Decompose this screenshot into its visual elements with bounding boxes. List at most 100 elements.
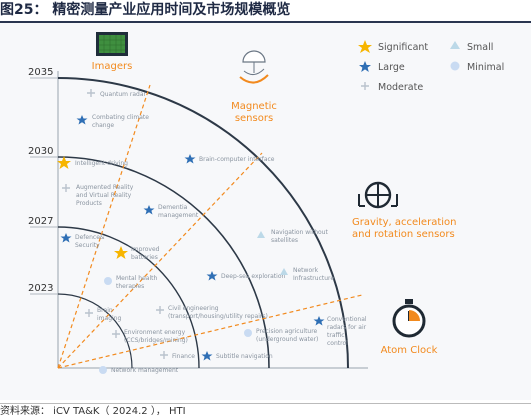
category-imagers-label: Imagers [92, 61, 133, 72]
application-label: change [92, 122, 114, 129]
marker-moderate-icon [160, 351, 168, 359]
application-civil-engineering: Civil engineering (transport/housing/uti… [156, 305, 268, 320]
sector-divider-gravity-clock [57, 294, 363, 369]
marker-significant-icon [57, 156, 71, 169]
magnetic-field-arc [239, 74, 269, 84]
application-label: traffic [327, 332, 345, 339]
diagram-canvas: 2035 2030 2027 2023 Significant Large Mo… [0, 23, 531, 400]
application-network-management: Network management [99, 366, 179, 374]
marker-large-icon [76, 115, 88, 125]
application-label: Brain [97, 307, 113, 314]
application-combating-climate-change: Combating climate change [76, 114, 149, 129]
imager-chip-grid [99, 35, 125, 53]
title-divider [0, 21, 531, 23]
application-intelligent-driving: Intelligent driving [57, 156, 128, 169]
marker-moderate-icon [87, 89, 95, 97]
application-finance: Finance [160, 351, 195, 360]
category-magnetic-label-1: Magnetic [231, 101, 277, 112]
year-label-2023: 2023 [28, 283, 53, 294]
application-label: Deep-sea exploration [221, 273, 285, 280]
application-label: Dementia [158, 204, 188, 211]
application-label: Mental health [116, 275, 157, 282]
application-label: Infrastructure [293, 275, 334, 282]
category-gravity-label-1: Gravity, acceleration [352, 217, 456, 228]
application-label: (underground water) [256, 336, 318, 343]
marker-small-icon [280, 268, 288, 275]
arc-2030 [57, 156, 270, 369]
sector-divider-magnetic-gravity [57, 152, 263, 369]
legend-minimal-icon [450, 61, 460, 71]
arc-2035 [57, 77, 349, 369]
legend-large-label: Large [378, 62, 405, 73]
year-label-2035: 2035 [28, 67, 53, 78]
legend-moderate-label: Moderate [378, 82, 423, 93]
marker-large-icon [60, 233, 72, 243]
stopwatch-sector [409, 310, 420, 321]
source-note: 资料来源： iCV TA&K（ 2024.2 ）， HTI [0, 403, 531, 420]
application-navigation-without-satellites: Navigation without satellites [257, 229, 328, 244]
application-environment-energy: Environment energy (CCS/bridges/mining) [112, 329, 188, 344]
application-label: therapies [116, 283, 144, 290]
category-magnetic-sensors: Magnetic sensors [231, 50, 277, 124]
application-label: management [158, 212, 199, 219]
legend-small-label: Small [467, 42, 493, 53]
sector-divider-imagers-magnetic [57, 84, 151, 369]
marker-minimal-icon [104, 277, 112, 285]
legend-significant-label: Significant [378, 42, 428, 53]
application-subtitle-navigation: Subtitle navigation [201, 351, 273, 361]
application-network-infrastructure: Network Infrastructure [280, 267, 334, 282]
category-gravity-sensors: Gravity, acceleration and rotation senso… [352, 181, 456, 240]
application-improved-batteries: Improved batteries [114, 246, 160, 261]
application-defence-security: Defence& Security [60, 233, 105, 249]
applications: Quantum radar Combating climate change I… [57, 89, 367, 374]
category-imagers: Imagers [92, 32, 133, 72]
application-dementia-management: Dementia management [143, 204, 199, 219]
category-atom-clock-label: Atom Clock [381, 345, 438, 356]
marker-large-icon [184, 154, 196, 164]
legend: Significant Large Moderate Small Minimal [358, 40, 504, 93]
application-conventional-radars: Conventional radars for air traffic cont… [313, 316, 367, 347]
category-magnetic-label-2: sensors [235, 113, 273, 124]
application-label: (CCS/bridges/mining) [124, 337, 188, 344]
stopwatch-crown [405, 299, 413, 304]
application-label: Environment energy [124, 329, 186, 336]
legend-significant-icon [358, 40, 372, 53]
application-brain-computer-interface: Brain-computer interface [184, 154, 275, 164]
application-quantum-radar: Quantum radar [87, 89, 147, 98]
application-label: and Virtual Reality [76, 192, 132, 199]
application-label: Intelligent driving [75, 160, 128, 167]
application-label: radars for air [327, 324, 367, 331]
application-label: (transport/housing/utility repairs) [168, 313, 268, 320]
legend-moderate-icon [361, 82, 369, 90]
application-precision-agriculture: Precision agriculture (underground water… [244, 328, 318, 343]
application-label: Subtitle navigation [216, 353, 273, 360]
application-ar-vr-products: Augmented Reality and Virtual Reality Pr… [62, 184, 134, 207]
marker-large-icon [201, 351, 213, 361]
application-label: Products [76, 200, 102, 207]
application-label: Conventional [327, 316, 367, 323]
marker-large-icon [313, 316, 325, 326]
magnetic-sensor-icon [242, 50, 266, 63]
application-mental-health-therapies: Mental health therapies [104, 275, 157, 290]
application-label: Network management [111, 367, 179, 374]
marker-moderate-icon [112, 330, 120, 338]
marker-moderate-icon [156, 306, 164, 314]
arc-2023 [57, 293, 133, 369]
application-label: Security [75, 242, 100, 249]
application-label: Civil engineering [168, 305, 219, 312]
marker-minimal-icon [244, 329, 252, 337]
year-label-2030: 2030 [28, 146, 53, 157]
application-label: Brain-computer interface [199, 156, 275, 163]
application-label: Quantum radar [100, 91, 147, 98]
panel-background [0, 23, 531, 400]
marker-large-icon [143, 205, 155, 215]
category-atom-clock: Atom Clock [381, 299, 438, 356]
application-label: Network [293, 267, 319, 274]
marker-moderate-icon [62, 184, 70, 192]
arc-2027 [57, 226, 200, 369]
year-label-2027: 2027 [28, 216, 53, 227]
legend-large-icon [359, 61, 371, 72]
application-brain-imaging: Brain imaging [85, 307, 121, 322]
marker-minimal-icon [99, 366, 107, 374]
application-label: Navigation without [271, 229, 328, 236]
